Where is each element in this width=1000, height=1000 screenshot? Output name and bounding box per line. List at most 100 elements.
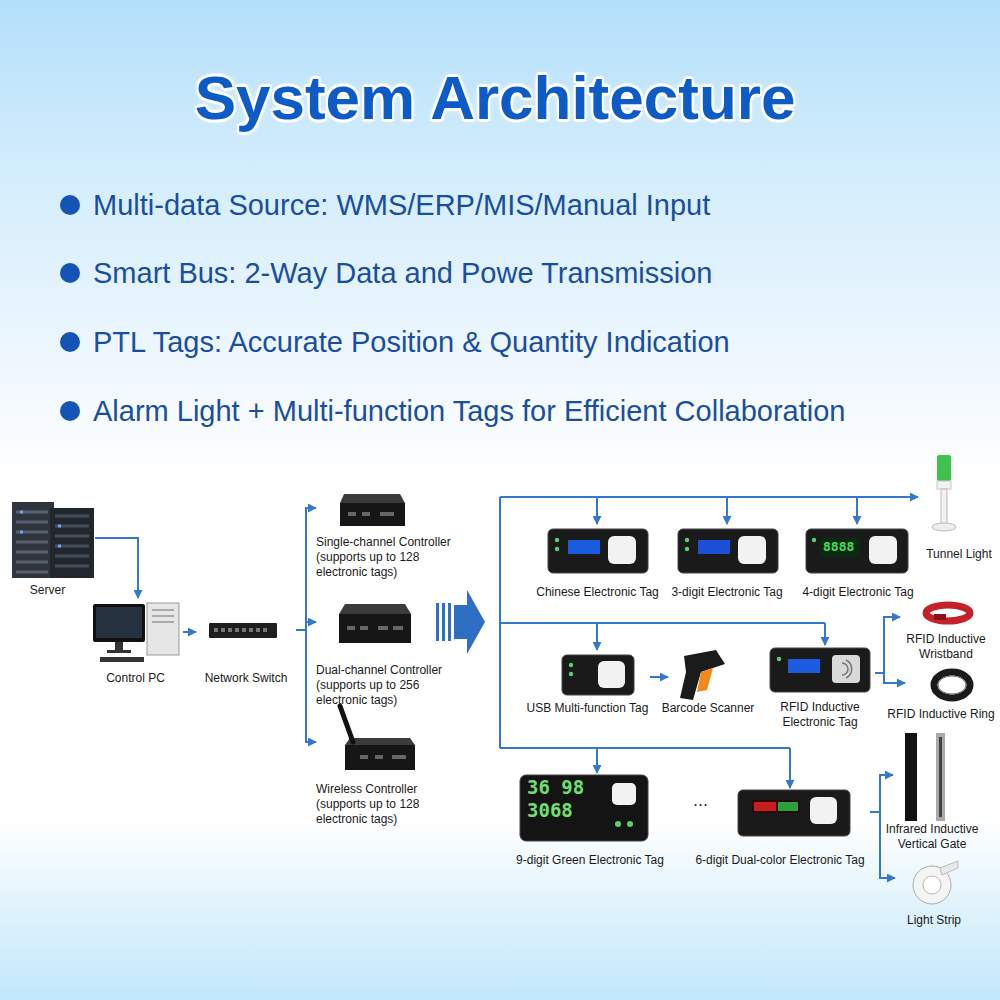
device-caption: Server [30, 583, 65, 598]
light-cap [937, 481, 951, 489]
connector-arrow [95, 538, 138, 598]
tag-body [520, 775, 648, 841]
bus-drop [856, 497, 858, 524]
device-caption: Network Switch [205, 671, 288, 686]
tag-display [698, 540, 730, 554]
rfid-symbol [842, 660, 852, 678]
bus-drop [789, 748, 791, 788]
controller-ports [347, 626, 403, 630]
tag-button [738, 536, 766, 564]
page-title: System Architecture [0, 58, 990, 138]
tag-node: 4-digit Electronic Tag [798, 522, 918, 600]
tag-display [568, 540, 600, 554]
bus-arrow-stripe [448, 603, 451, 641]
bus-arrow-stripe [442, 603, 445, 641]
tag-node: USB Multi-function Tag [525, 648, 650, 716]
tag-node: Chinese Electronic Tag [515, 522, 680, 600]
connector-arrow [875, 617, 900, 673]
display-digits: 36 98 [527, 777, 584, 798]
connector-arrow [183, 631, 196, 633]
pc-screen [96, 607, 142, 638]
wristband-node: RFID Inductive Wristband [900, 598, 992, 662]
pc-monitor [93, 604, 145, 642]
strip-node: Light Strip [895, 862, 973, 928]
tag-body [770, 648, 870, 692]
bus-line [500, 496, 918, 498]
ring-highlight [938, 676, 966, 694]
wristband-shape [926, 605, 970, 621]
connector-arrow [875, 673, 905, 683]
connector-arrow [870, 812, 895, 878]
feature-text: Multi-data Source: WMS/ERP/MIS/Manual In… [93, 187, 710, 223]
rfid-pad [832, 655, 860, 683]
server-slots [55, 516, 89, 566]
connector-arrow [650, 676, 668, 678]
light-base [932, 523, 956, 531]
pc-stand [107, 650, 131, 653]
ring-shape [934, 672, 970, 698]
feature-text: Smart Bus: 2-Way Data and Powe Transmiss… [93, 255, 712, 291]
tag-body [738, 790, 850, 836]
switch-ports [214, 628, 267, 632]
device-caption: Chinese Electronic Tag [536, 585, 659, 600]
bus-line [500, 622, 825, 624]
tag-display [820, 538, 860, 557]
server-slots [16, 512, 48, 572]
tag-button [598, 661, 625, 688]
tag-body [678, 529, 778, 573]
tag-led [685, 547, 689, 551]
controller-body [340, 503, 405, 526]
tag-body [548, 529, 648, 573]
tag-led [777, 657, 781, 661]
tag-button [612, 783, 636, 805]
device-caption: 3-digit Electronic Tag [671, 585, 782, 600]
tag-led [615, 821, 621, 827]
bullet-dot [60, 332, 80, 352]
controller-node: Single-channel Controller (supports up t… [316, 484, 466, 580]
bus-drop [596, 748, 598, 773]
strip-tape [940, 861, 958, 875]
tag-led [812, 538, 816, 542]
tag-button [608, 536, 636, 564]
display-digits: 8888 [823, 538, 854, 556]
tag-node: RFID Inductive Electronic Tag [765, 643, 875, 730]
controller-ports [360, 755, 406, 759]
tag-button [810, 797, 837, 824]
tag-led [555, 547, 559, 551]
tag-display [788, 659, 820, 673]
bullet-dot [60, 195, 80, 215]
bus-drop [824, 623, 826, 645]
tag-led [627, 821, 633, 827]
device-caption: Control PC [106, 671, 165, 686]
scanner-grip [697, 668, 713, 692]
ellipsis-mark: ... [693, 790, 708, 810]
tag-node: 3-digit Electronic Tag [662, 522, 792, 600]
device-caption: Wireless Controller (supports up to 128 … [316, 782, 466, 827]
device-caption: 9-digit Green Electronic Tag [516, 853, 664, 868]
bus-block-arrow [454, 590, 485, 654]
tag-button [869, 536, 897, 564]
device-caption: USB Multi-function Tag [527, 701, 649, 716]
controller-antenna [340, 706, 353, 742]
bus-drop [596, 497, 598, 524]
device-caption: Light Strip [907, 913, 961, 928]
tag-display [752, 800, 800, 813]
light-pole [941, 489, 947, 525]
gate-bar [905, 733, 917, 821]
tag-led [685, 538, 689, 542]
display-digits: 3068 [527, 800, 573, 821]
light-node: Tunnel Light [920, 450, 998, 562]
gate-sensor [939, 737, 942, 817]
bus-drop [726, 497, 728, 524]
device-caption: 6-digit Dual-color Electronic Tag [695, 853, 864, 868]
device-caption: Tunnel Light [926, 547, 992, 562]
controller-body [345, 745, 415, 770]
tag-led [569, 663, 573, 667]
bullet-dot [60, 401, 80, 421]
tag-body [562, 655, 634, 695]
gate-node: Infrared Inductive Vertical Gate [893, 730, 971, 852]
device-caption: Dual-channel Controller (supports up to … [316, 663, 466, 708]
